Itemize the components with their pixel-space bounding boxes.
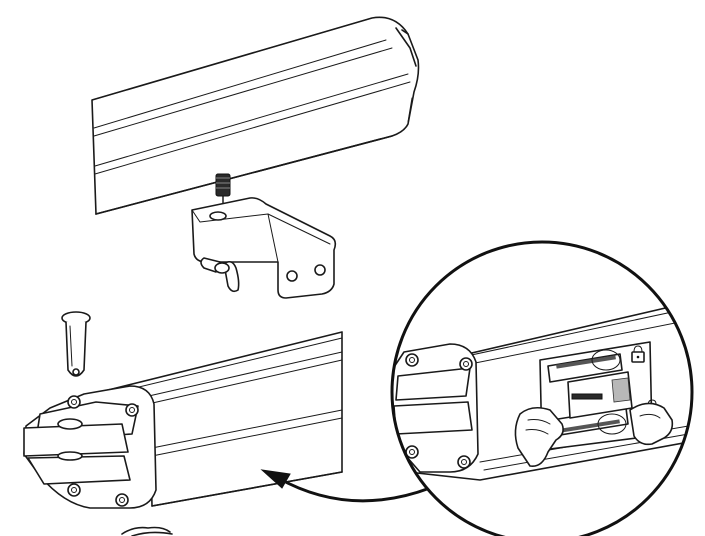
actuator-housing-top <box>91 16 420 215</box>
cotter-pin <box>121 526 173 536</box>
callout-arrow <box>260 469 432 503</box>
actuator-housing-bottom <box>83 331 343 507</box>
mounting-bracket <box>191 197 337 299</box>
lock-closed-icon <box>631 345 645 363</box>
wing-nut <box>200 257 240 293</box>
end-cap <box>23 385 157 509</box>
hand-right <box>629 402 674 446</box>
detail-callout <box>390 240 694 536</box>
hand-left <box>514 406 564 468</box>
clevis-pin <box>61 311 91 377</box>
